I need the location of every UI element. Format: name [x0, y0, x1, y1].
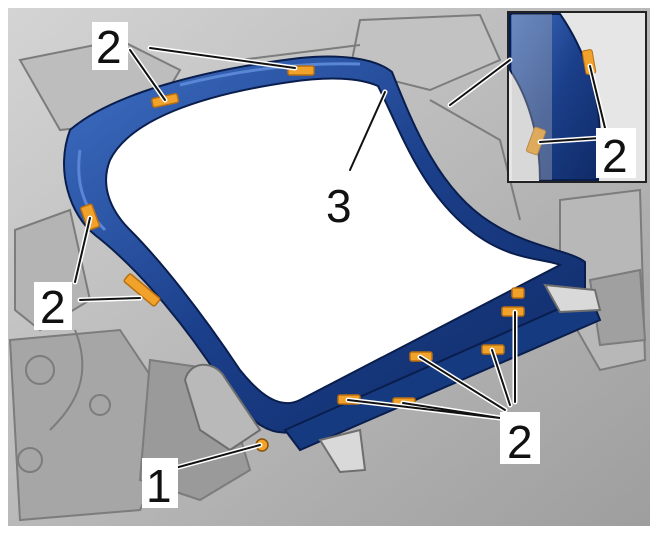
callout-2-bottom: 2	[507, 416, 533, 468]
clip	[123, 273, 161, 307]
leader-lines	[72, 45, 608, 471]
callout-2-top: 2	[96, 21, 122, 73]
callout-2-inset: 2	[602, 130, 628, 182]
lower-brackets	[183, 283, 602, 474]
callout-3: 3	[326, 180, 352, 232]
seat-back-opening	[106, 78, 560, 404]
callout-labels: 2 2 2 2 3 1	[34, 21, 636, 512]
callout-2-left: 2	[40, 281, 66, 333]
callout-1: 1	[146, 460, 172, 512]
clip	[511, 287, 525, 299]
